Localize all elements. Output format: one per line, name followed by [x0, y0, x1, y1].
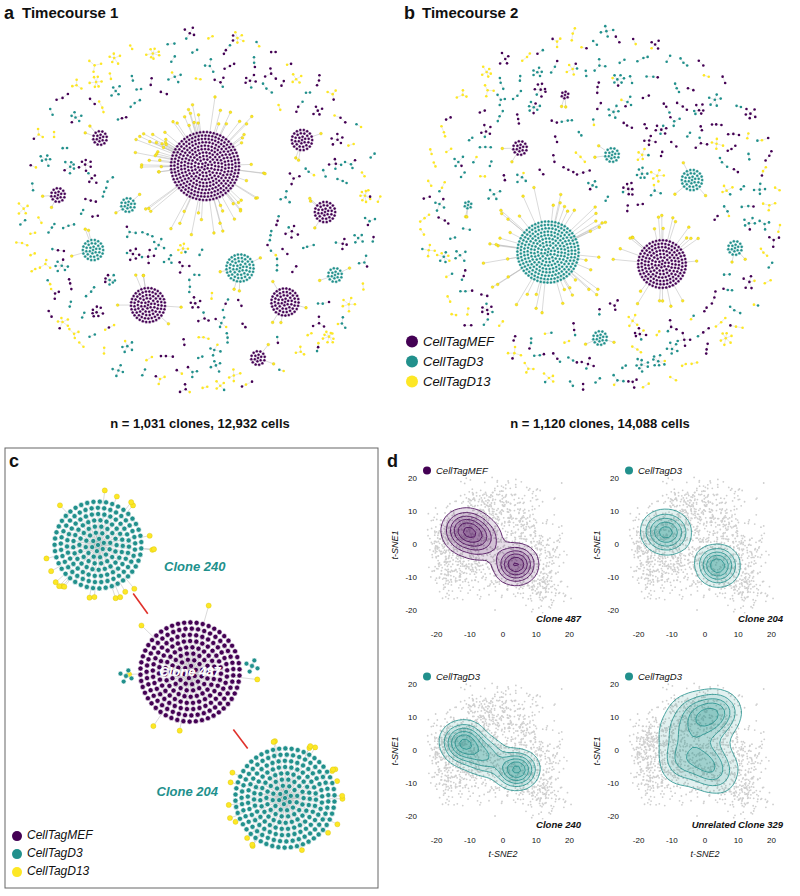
figure-page: Clone 240Clone 487Clone 204CellTagMEFCel…: [0, 0, 800, 896]
